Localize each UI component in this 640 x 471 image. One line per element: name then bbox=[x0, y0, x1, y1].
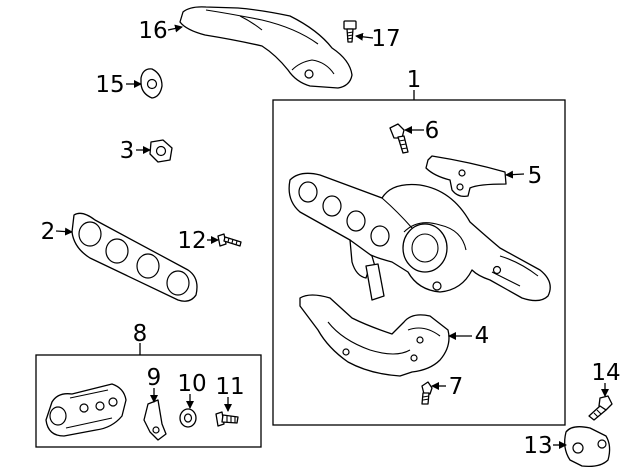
callout-10: 10 bbox=[177, 371, 206, 397]
callout-9: 9 bbox=[147, 365, 162, 391]
callout-14: 14 bbox=[591, 360, 620, 386]
part-16-upper-heat-insulator[interactable] bbox=[179, 6, 353, 89]
callout-17: 17 bbox=[371, 26, 400, 52]
part-17-bolt[interactable] bbox=[343, 20, 357, 43]
part-15-nut[interactable] bbox=[140, 68, 163, 99]
part-8-converter[interactable] bbox=[45, 383, 127, 437]
callout-13: 13 bbox=[523, 433, 552, 459]
callout-2-leader bbox=[55, 227, 73, 236]
part-13-support-bracket[interactable] bbox=[564, 426, 611, 468]
callout-17-leader bbox=[355, 32, 374, 41]
callout-4: 4 bbox=[475, 323, 490, 349]
callout-2: 2 bbox=[41, 219, 56, 245]
part-4-lower-heat-insulator[interactable] bbox=[299, 294, 450, 377]
callout-11: 11 bbox=[215, 374, 244, 400]
callout-7: 7 bbox=[449, 374, 464, 400]
part-3-nut[interactable] bbox=[149, 139, 173, 163]
callout-6: 6 bbox=[425, 118, 440, 144]
part-2-manifold-gasket[interactable] bbox=[71, 212, 198, 302]
part-5-bracket[interactable] bbox=[425, 155, 507, 198]
callout-5: 5 bbox=[528, 163, 543, 189]
callout-16-leader bbox=[167, 24, 183, 33]
callout-3: 3 bbox=[120, 138, 135, 164]
callout-16: 16 bbox=[138, 18, 167, 44]
part-1-exhaust-manifold[interactable] bbox=[288, 172, 551, 302]
part-7-bolt[interactable] bbox=[421, 381, 433, 405]
callout-5-leader bbox=[505, 170, 525, 179]
part-14-bolt[interactable] bbox=[588, 395, 613, 421]
callout-8: 8 bbox=[133, 321, 148, 347]
part-9-bracket[interactable] bbox=[143, 399, 167, 441]
manifold-assembly-box bbox=[272, 99, 566, 426]
converter-kit-box bbox=[35, 354, 262, 448]
part-6-bolt[interactable] bbox=[389, 123, 409, 154]
callout-15: 15 bbox=[95, 72, 124, 98]
callout-1: 1 bbox=[407, 67, 422, 93]
part-12-stud[interactable] bbox=[217, 233, 242, 247]
part-11-bolt[interactable] bbox=[215, 411, 239, 427]
part-10-nut[interactable] bbox=[179, 408, 197, 428]
callout-12: 12 bbox=[177, 228, 206, 254]
